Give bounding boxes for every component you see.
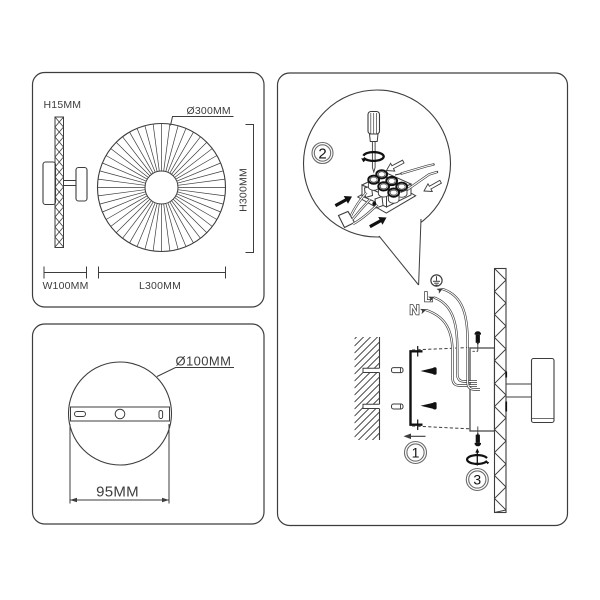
svg-text:Ø100MM: Ø100MM bbox=[176, 354, 232, 369]
svg-text:N: N bbox=[410, 302, 420, 318]
svg-text:1: 1 bbox=[412, 445, 420, 461]
svg-text:3: 3 bbox=[473, 472, 481, 488]
svg-text:Ø300MM: Ø300MM bbox=[187, 105, 231, 117]
svg-text:W100MM: W100MM bbox=[42, 280, 88, 292]
svg-text:H300MM: H300MM bbox=[238, 168, 250, 212]
svg-text:95MM: 95MM bbox=[96, 484, 139, 501]
svg-text:L: L bbox=[424, 289, 433, 305]
svg-text:L300MM: L300MM bbox=[139, 280, 181, 292]
svg-text:H15MM: H15MM bbox=[44, 99, 82, 111]
svg-text:2: 2 bbox=[318, 146, 326, 163]
